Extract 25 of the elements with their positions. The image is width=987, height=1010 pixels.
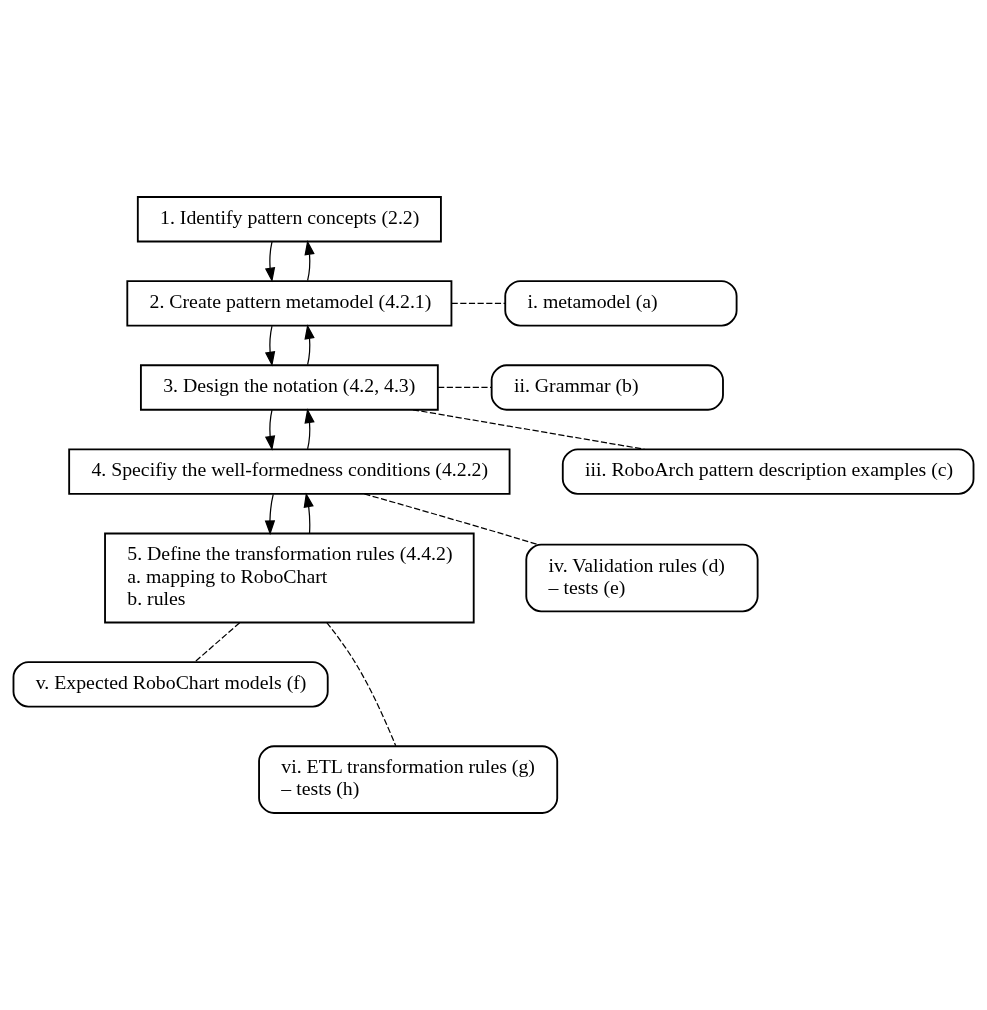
connector [326, 621, 397, 747]
arrow [264, 325, 276, 367]
arrow [304, 408, 315, 450]
node-box: 5. Define the transformation rules (4.4.2) a. mapping to RoboChart b. rules [104, 532, 475, 624]
connector [450, 302, 506, 304]
node-box: 4. Specifiy the well-formedness conditions (4.2.2) [68, 448, 511, 495]
connector [363, 493, 539, 546]
arrow [264, 493, 276, 536]
node-box: 2. Create pattern metamodel (4.2.1) [126, 280, 453, 327]
node-box: iv. Validation rules (d) – tests (e) [525, 543, 759, 613]
arrow [264, 241, 276, 283]
arrow [303, 492, 314, 534]
node-box: i. metamodel (a) [504, 280, 738, 327]
connector [412, 409, 646, 450]
arrow [304, 240, 315, 282]
node-box: 1. Identify pattern concepts (2.2) [136, 196, 442, 243]
node-box: vi. ETL transformation rules (g) – tests (h) [258, 745, 559, 814]
node-box: v. Expected RoboChart models (f) [12, 661, 329, 708]
node-box: ii. Grammar (b) [490, 364, 724, 411]
connector [437, 386, 493, 389]
node-box: 3. Design the notation (4.2, 4.3) [140, 364, 439, 411]
node-box: iii. RoboArch pattern description examples (c) [561, 448, 975, 495]
connector [194, 622, 241, 663]
arrow [264, 409, 276, 451]
arrow [304, 324, 315, 366]
